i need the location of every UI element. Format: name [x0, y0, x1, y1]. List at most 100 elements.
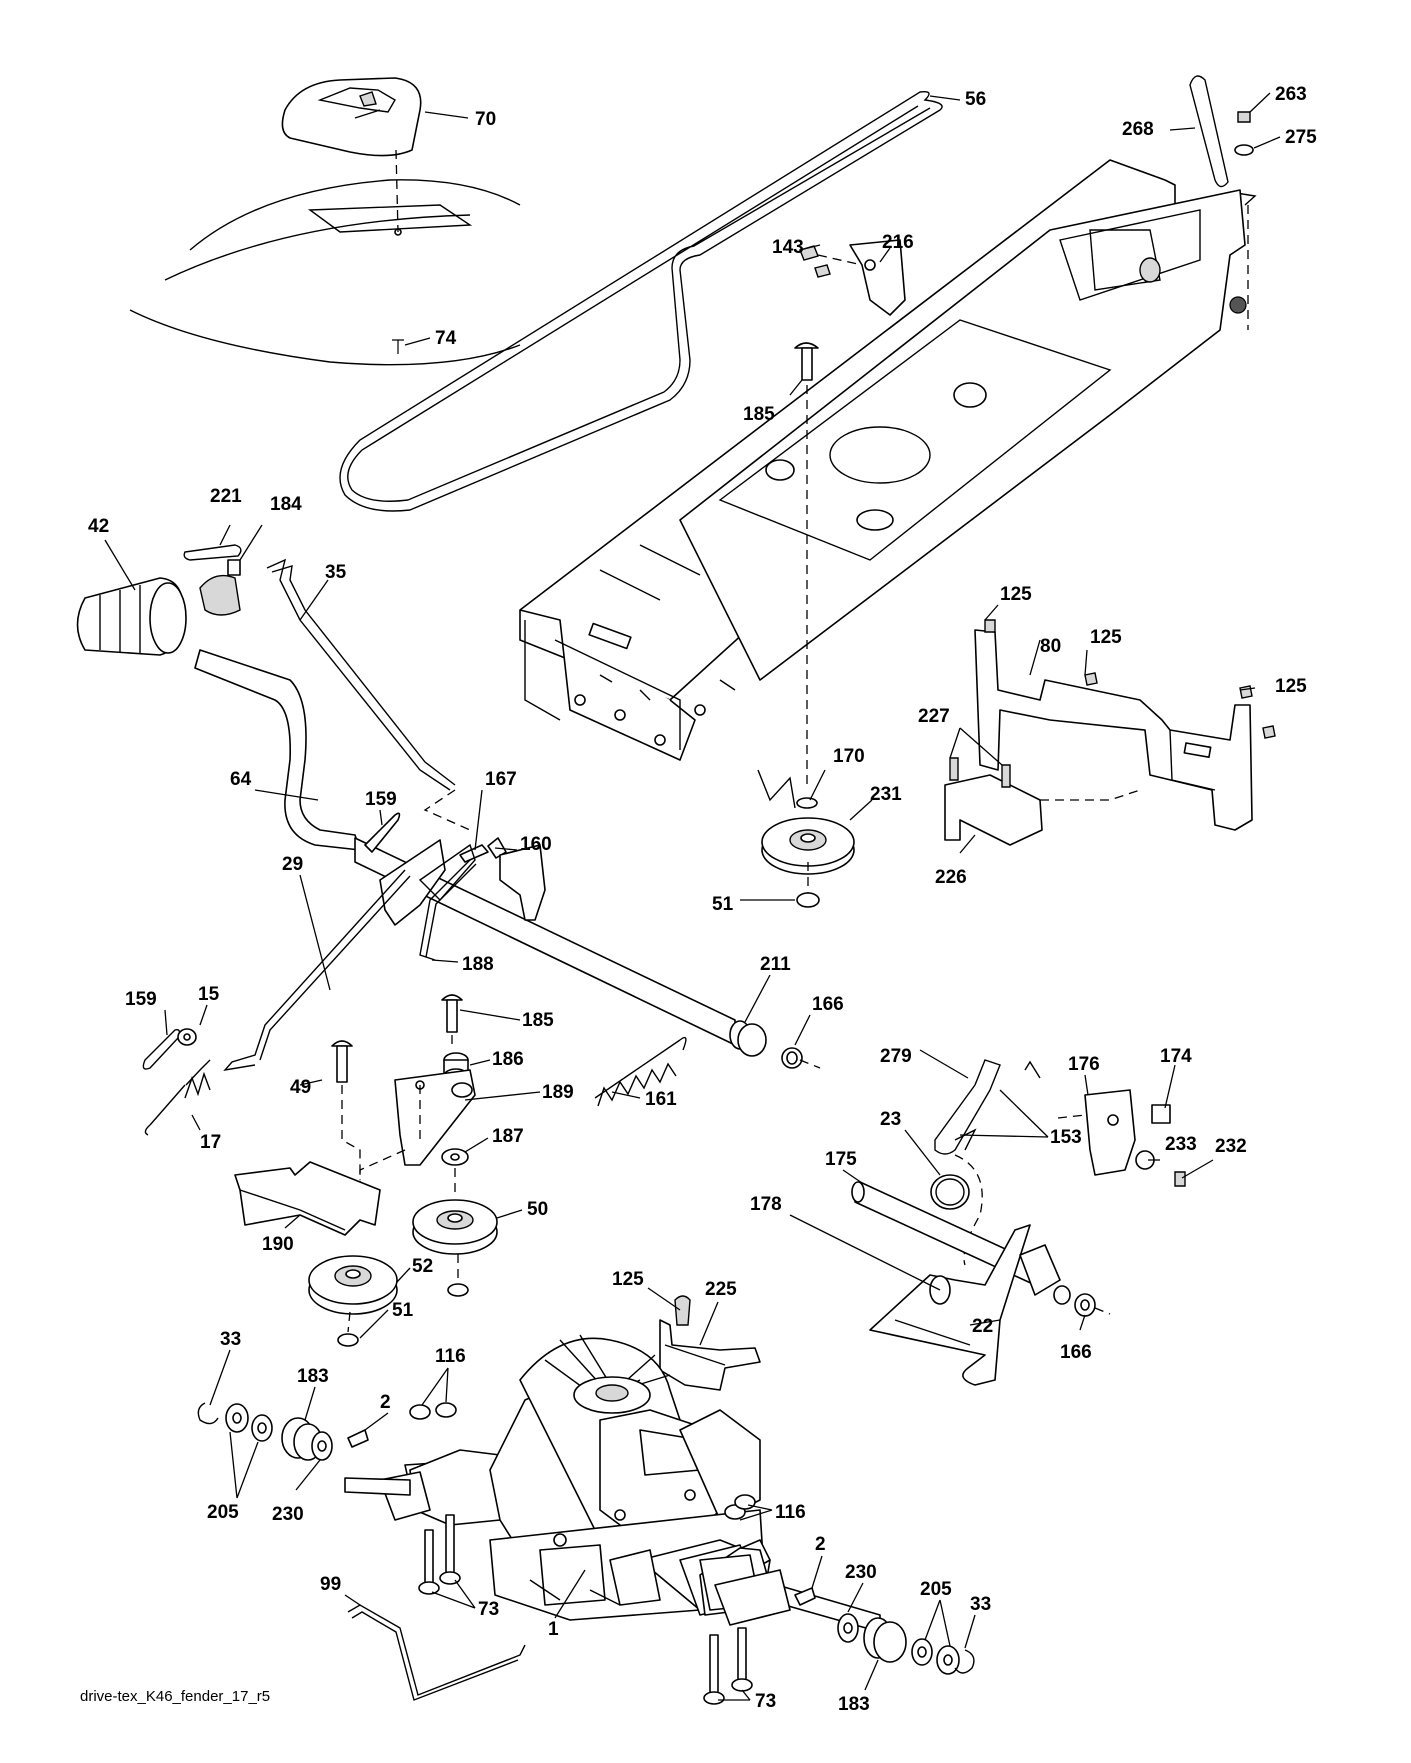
- transaxle: [344, 1334, 881, 1633]
- callout-188: 188: [462, 954, 494, 975]
- callout-33: 33: [220, 1329, 241, 1350]
- callout-226: 226: [935, 867, 967, 888]
- bracket-226: [944, 757, 1141, 846]
- callout-33: 33: [970, 1594, 991, 1615]
- callout-70: 70: [475, 109, 496, 130]
- callout-170: 170: [833, 746, 865, 767]
- callout-184: 184: [270, 494, 302, 515]
- callout-125: 125: [1090, 627, 1122, 648]
- callout-178: 178: [750, 1194, 782, 1215]
- callout-160: 160: [520, 834, 552, 855]
- pulley-52: [308, 1255, 398, 1347]
- callout-1: 1: [548, 1619, 559, 1640]
- axle-hardware-left: [197, 1402, 369, 1461]
- callout-125: 125: [1000, 584, 1032, 605]
- callout-2: 2: [380, 1392, 391, 1413]
- callout-275: 275: [1285, 127, 1317, 148]
- callout-205: 205: [920, 1579, 952, 1600]
- callout-279: 279: [880, 1046, 912, 1067]
- callout-230: 230: [272, 1504, 304, 1525]
- callout-125: 125: [1275, 676, 1307, 697]
- callout-64: 64: [230, 769, 252, 790]
- axle-hardware-right: [794, 1587, 975, 1675]
- callout-51: 51: [392, 1300, 414, 1321]
- callout-29: 29: [282, 854, 303, 875]
- bolts-73: [418, 1514, 753, 1705]
- rod-279: [934, 1059, 1041, 1266]
- callout-80: 80: [1040, 636, 1061, 657]
- callout-167: 167: [485, 769, 517, 790]
- diagram-filename: drive-tex_K46_fender_17_r5: [80, 1688, 271, 1705]
- callout-232: 232: [1215, 1136, 1247, 1157]
- callout-263: 263: [1275, 84, 1307, 105]
- callout-166: 166: [812, 994, 844, 1015]
- callout-51: 51: [712, 894, 734, 915]
- callout-23: 23: [880, 1109, 901, 1130]
- clip-221: [183, 544, 242, 616]
- callout-73: 73: [755, 1691, 776, 1712]
- guard-190: [234, 1161, 381, 1236]
- callout-231: 231: [870, 784, 902, 805]
- callout-185: 185: [743, 404, 775, 425]
- callout-2: 2: [815, 1534, 826, 1555]
- callout-labels: 70 56 263 268 275 74 143 216 185 221 184…: [88, 84, 1317, 1715]
- callout-176: 176: [1068, 1054, 1100, 1075]
- seat-spring-assembly: [1189, 75, 1257, 330]
- callout-143: 143: [772, 237, 804, 258]
- callout-233: 233: [1165, 1134, 1197, 1155]
- callout-211: 211: [760, 954, 791, 975]
- bolt-185-lower: [441, 994, 469, 1084]
- brake-arm: [379, 839, 546, 926]
- callout-174: 174: [1160, 1046, 1192, 1067]
- callout-227: 227: [918, 706, 950, 727]
- drive-belt: [339, 90, 943, 512]
- callout-159: 159: [365, 789, 397, 810]
- rod-35: [266, 558, 471, 831]
- callout-56: 56: [965, 89, 986, 110]
- callout-205: 205: [207, 1502, 239, 1523]
- bracket-225: [659, 1295, 761, 1391]
- callout-73: 73: [478, 1599, 499, 1620]
- fender: [129, 149, 521, 366]
- callout-116: 116: [435, 1346, 466, 1367]
- callout-187: 187: [492, 1126, 524, 1147]
- callout-153: 153: [1050, 1127, 1082, 1148]
- spring-161: [594, 1036, 687, 1107]
- callout-159: 159: [125, 989, 157, 1010]
- callout-183: 183: [838, 1694, 870, 1715]
- callout-268: 268: [1122, 119, 1154, 140]
- pulley-231: [757, 769, 855, 908]
- pin-159-lower: [142, 1028, 197, 1070]
- callout-186: 186: [492, 1049, 524, 1070]
- callout-125: 125: [612, 1269, 644, 1290]
- callout-42: 42: [88, 516, 109, 537]
- callout-230: 230: [845, 1562, 877, 1583]
- callout-166: 166: [1060, 1342, 1092, 1363]
- callout-74: 74: [435, 328, 457, 349]
- pulley-50: [412, 1168, 498, 1297]
- rod-188: [419, 859, 477, 961]
- bolt-49: [331, 1040, 361, 1180]
- oring-23: [930, 1174, 970, 1210]
- bolt-185-top: [794, 342, 819, 790]
- shaft-175: [851, 1181, 1041, 1286]
- washer-187: [441, 1148, 469, 1166]
- callout-225: 225: [705, 1279, 737, 1300]
- main-frame: [519, 159, 1247, 761]
- callout-189: 189: [542, 1082, 574, 1103]
- callout-221: 221: [210, 486, 242, 507]
- handle-grip: [76, 577, 187, 656]
- fender-cover: [281, 77, 422, 157]
- bracket-80: [974, 619, 1276, 831]
- rod-99: [347, 1604, 526, 1701]
- bracket-216: [799, 239, 906, 316]
- rod-29: [223, 869, 411, 1072]
- callout-185: 185: [522, 1010, 554, 1031]
- bracket-176: [1057, 1089, 1186, 1187]
- callout-49: 49: [290, 1077, 311, 1098]
- callout-116: 116: [775, 1502, 806, 1523]
- callout-52: 52: [412, 1256, 433, 1277]
- callout-99: 99: [320, 1574, 341, 1595]
- callout-190: 190: [262, 1234, 294, 1255]
